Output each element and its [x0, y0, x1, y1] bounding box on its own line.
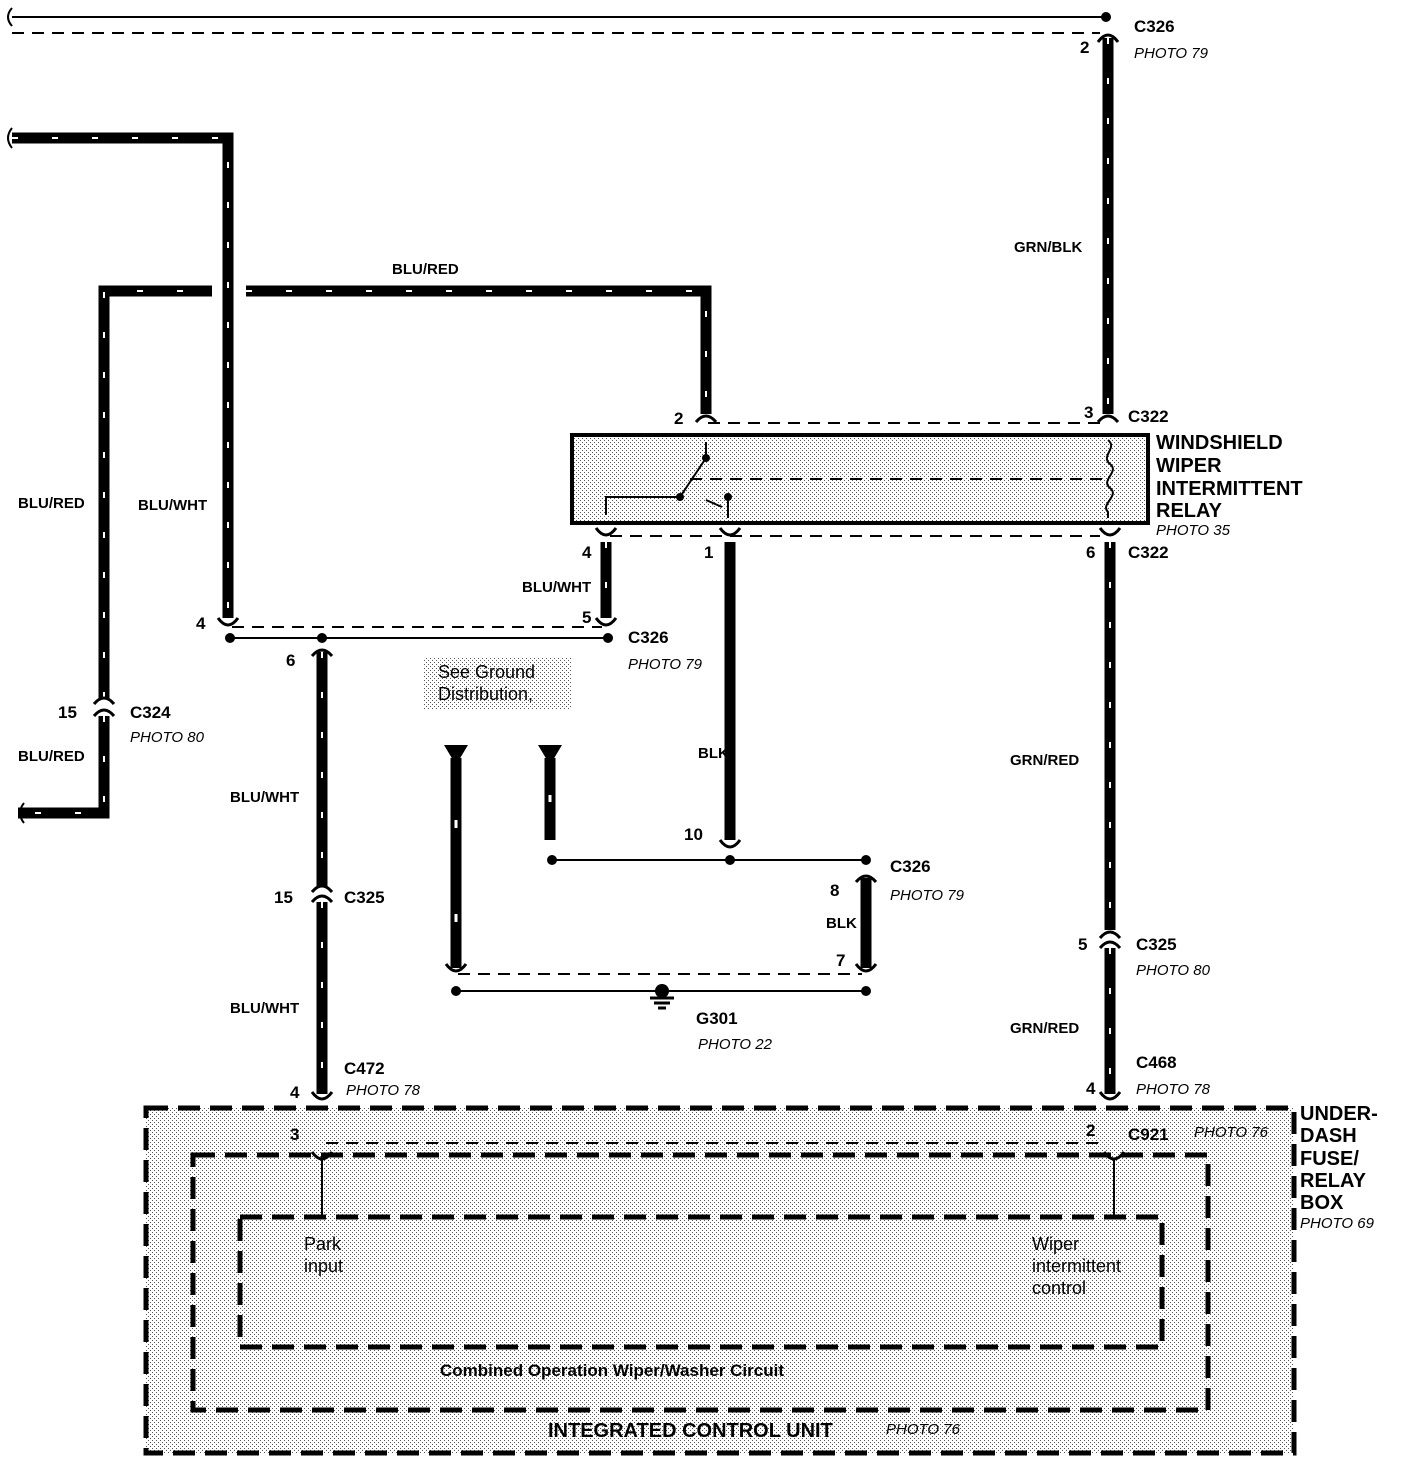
c468-label: C468 — [1136, 1053, 1177, 1072]
c322-bottom-pin-1: 1 — [704, 543, 713, 562]
wire-label-blu-red-lower: BLU/RED — [18, 748, 85, 765]
wiper-control-line-3: control — [1032, 1278, 1086, 1298]
wire-label-grn-red-lower: GRN/RED — [1010, 1020, 1079, 1037]
c472-photo: PHOTO 78 — [346, 1082, 421, 1099]
c921-label: C921 — [1128, 1125, 1169, 1144]
icu-photo: PHOTO 76 — [886, 1421, 961, 1438]
c322-top-label: C322 — [1128, 407, 1169, 426]
icu-title: INTEGRATED CONTROL UNIT — [548, 1420, 833, 1442]
wire-label-grn-blk: GRN/BLK — [1014, 239, 1082, 256]
ground-distribution-note: See Ground Distribution, — [424, 658, 572, 710]
c325-right-pin: 5 — [1078, 935, 1087, 954]
relay-title-line-2: WIPER — [1156, 455, 1222, 477]
wiper-relay-box — [570, 433, 1150, 525]
c326-low-pin-8: 8 — [830, 881, 839, 900]
wiper-control-line-1: Wiper — [1032, 1234, 1079, 1254]
c324-pin: 15 — [58, 703, 77, 722]
wire-label-grn-red-upper: GRN/RED — [1010, 752, 1079, 769]
park-input-line-2: input — [304, 1256, 343, 1276]
c472-pin-4: 4 — [290, 1083, 300, 1102]
wire-break-marks — [7, 7, 25, 824]
c322-bottom-pin-6: 6 — [1086, 543, 1095, 562]
c326-mid-pin-5: 5 — [582, 608, 591, 627]
c326-top-label: C326 — [1134, 17, 1175, 36]
c325-right-photo: PHOTO 80 — [1136, 962, 1211, 979]
note-line-2: Distribution, — [438, 684, 533, 704]
fuse-box-photo: PHOTO 69 — [1300, 1215, 1375, 1232]
relay-title-line-3: INTERMITTENT — [1156, 478, 1303, 500]
integrated-control-unit — [190, 1152, 1211, 1413]
wire-label-blk-ground: BLK — [826, 915, 857, 932]
ground-symbol-icon — [650, 984, 674, 1010]
ground-triangles — [444, 745, 562, 765]
g301-label: G301 — [696, 1009, 738, 1028]
c322-top-pin-3: 3 — [1084, 403, 1093, 422]
c325-left-label: C325 — [344, 888, 385, 907]
c324-photo: PHOTO 80 — [130, 729, 205, 746]
c326-mid-label: C326 — [628, 628, 669, 647]
fuse-box-title-line-2: DASH — [1300, 1125, 1357, 1147]
c326-top-pin: 2 — [1080, 38, 1089, 57]
wire-blu-red-lower — [18, 716, 110, 819]
note-line-1: See Ground — [438, 662, 535, 682]
relay-title-line-4: RELAY — [1156, 500, 1223, 522]
wire-blu-red-top — [98, 285, 712, 698]
c326-low-label: C326 — [890, 857, 931, 876]
relay-photo: PHOTO 35 — [1156, 522, 1231, 539]
c921-photo: PHOTO 76 — [1194, 1124, 1269, 1141]
wiper-control-line-2: intermittent — [1032, 1256, 1121, 1276]
c472-label: C472 — [344, 1059, 385, 1078]
relay-title-line-1: WINDSHIELD — [1156, 432, 1283, 454]
c322-top-pin-2: 2 — [674, 409, 683, 428]
wire-label-blu-wht-relay: BLU/WHT — [522, 579, 591, 596]
g301-photo: PHOTO 22 — [698, 1036, 773, 1053]
c326-mid-pin-4: 4 — [196, 614, 206, 633]
fuse-box-title-line-5: BOX — [1300, 1192, 1344, 1214]
c326-mid-pin-6: 6 — [286, 651, 295, 670]
wire-label-blk-relay: BLK — [698, 745, 729, 762]
c325-left-pin: 15 — [274, 888, 293, 907]
connector-bars — [12, 16, 1115, 1217]
c322-bottom-pin-4: 4 — [582, 543, 592, 562]
wire-label-blu-red-left: BLU/RED — [18, 495, 85, 512]
c326-low-photo: PHOTO 79 — [890, 887, 965, 904]
fuse-box-title-line-4: RELAY — [1300, 1170, 1367, 1192]
c325-right-label: C325 — [1136, 935, 1177, 954]
c326-low-pin-10: 10 — [684, 825, 703, 844]
wire-label-blu-wht-mid: BLU/WHT — [230, 789, 299, 806]
fuse-box-title-line-1: UNDER- — [1300, 1103, 1378, 1125]
park-input-line-1: Park — [304, 1234, 342, 1254]
c322-bottom-label: C322 — [1128, 543, 1169, 562]
wire-ground-stub — [450, 758, 556, 968]
c326-top-photo: PHOTO 79 — [1134, 45, 1209, 62]
splice-dots — [225, 12, 1111, 996]
c468-pin: 4 — [1086, 1079, 1096, 1098]
circuit-label: Combined Operation Wiper/Washer Circuit — [440, 1361, 784, 1380]
c326-mid-photo: PHOTO 79 — [628, 656, 703, 673]
fuse-box-title-line-3: FUSE/ — [1300, 1148, 1359, 1170]
c472-pin-3: 3 — [290, 1125, 299, 1144]
wire-label-blu-wht-low: BLU/WHT — [230, 1000, 299, 1017]
c326-low-pin-7: 7 — [836, 951, 845, 970]
wire-blu-wht-left — [12, 132, 234, 618]
c468-photo: PHOTO 78 — [1136, 1081, 1211, 1098]
wire-label-blu-red-top: BLU/RED — [392, 261, 459, 278]
wire-label-blu-wht-left: BLU/WHT — [138, 497, 207, 514]
terminal-caps — [92, 33, 1126, 1161]
c324-label: C324 — [130, 703, 171, 722]
c921-pin: 2 — [1086, 1121, 1095, 1140]
